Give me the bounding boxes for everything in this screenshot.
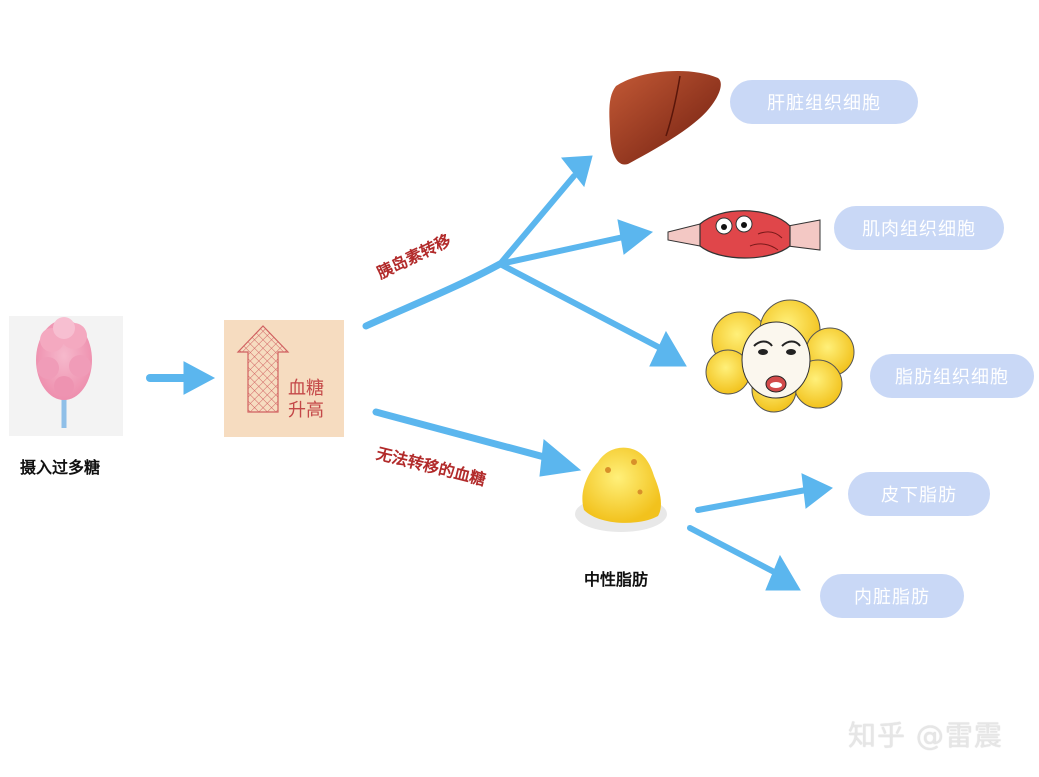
blood-sugar-line2: 升高: [288, 400, 324, 421]
arrow-to-fat-cell: [497, 261, 667, 353]
watermark: 知乎 @雷震: [848, 719, 1003, 752]
up-arrow-icon: [236, 325, 290, 413]
arrow-head-to-visceral: [765, 554, 801, 591]
arrow-head-to-fat-cell: [649, 330, 687, 367]
liver-icon: [609, 71, 721, 165]
neutral-fat-icon: [575, 447, 667, 532]
arrows: [146, 155, 833, 591]
blood-sugar-box: [224, 320, 344, 437]
arrow-head-to-neutral-fat: [539, 439, 582, 477]
target-visceral-fat: 内脏脂肪: [820, 574, 964, 618]
arrow-to-liver: [497, 173, 577, 267]
arrow-insulin-trunk: [362, 260, 504, 330]
arrow-head-to-liver: [561, 155, 593, 188]
fat-cell-face-icon: [705, 299, 855, 413]
arrow-to-visceral: [687, 525, 781, 577]
target-liver-cells: 肝脏组织细胞: [730, 80, 918, 124]
neutral-fat-label: 中性脂肪: [584, 570, 649, 589]
arrow-to-muscle: [497, 233, 631, 267]
muscle-icon: [667, 210, 821, 259]
arrow-head-to-muscle: [617, 219, 654, 255]
arrow-head-to-subcutaneous: [801, 473, 833, 509]
cotton-candy-icon: [9, 316, 123, 436]
blood-sugar-line1: 血糖: [288, 378, 324, 399]
target-muscle-cells: 肌肉组织细胞: [834, 206, 1004, 250]
target-fat-cells: 脂肪组织细胞: [870, 354, 1034, 398]
arrow-to-neutral-fat: [372, 408, 552, 462]
arrow-head-candy-to-sugar: [183, 361, 216, 395]
arrow-to-subcutaneous: [695, 487, 809, 513]
input-label: 摄入过多糖: [20, 458, 101, 477]
target-subcutaneous-fat: 皮下脂肪: [848, 472, 990, 516]
